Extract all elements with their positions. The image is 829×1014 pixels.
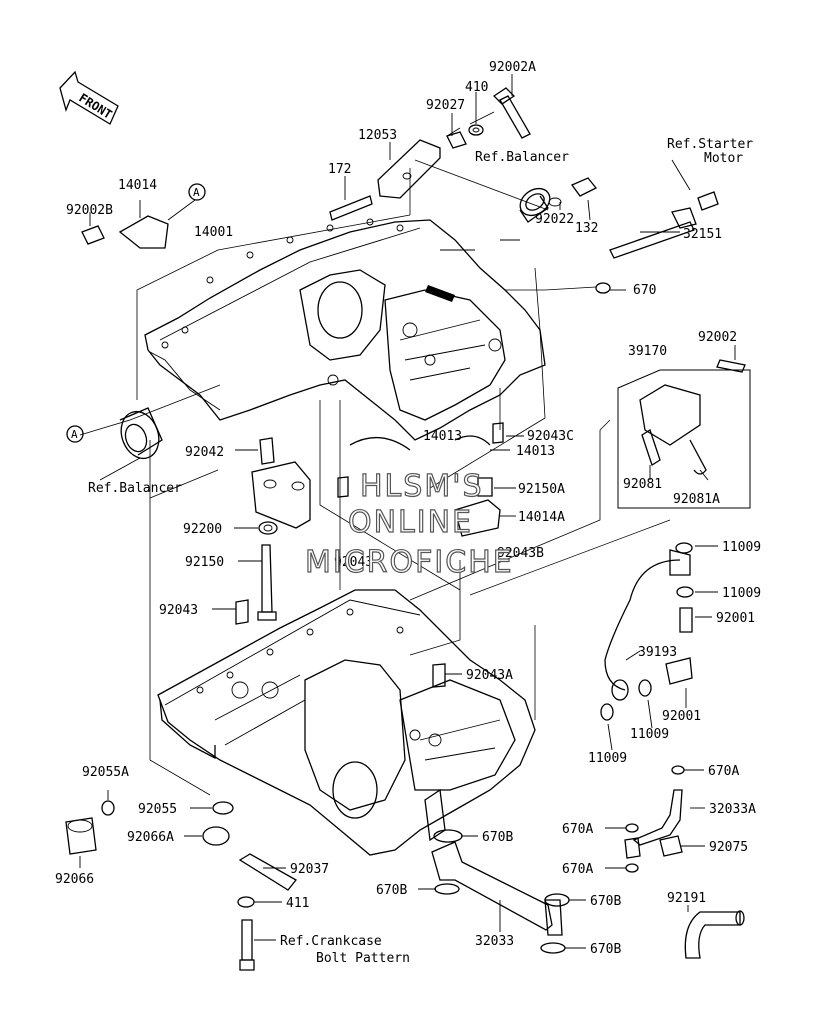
label-92002: 92002 (698, 330, 737, 345)
label-32151: 32151 (683, 227, 722, 242)
label-ref-crankcase: Ref.Crankcase (280, 934, 382, 949)
label-32033: 32033 (475, 934, 514, 949)
label-92037: 92037 (290, 862, 329, 877)
label-670A-3: 670A (562, 862, 593, 877)
label-14014: 14014 (118, 178, 157, 193)
label-14013-a: 14013 (423, 429, 462, 444)
balancer-bearing-left (119, 407, 163, 460)
label-92042: 92042 (185, 445, 224, 460)
label-92150A: 92150A (518, 482, 565, 497)
dowels (235, 422, 504, 688)
front-arrow-label: FRONT (76, 91, 114, 122)
label-92022: 92022 (535, 212, 574, 227)
label-92066: 92066 (55, 872, 94, 887)
label-11009-c: 11009 (630, 727, 669, 742)
label-92081A: 92081A (673, 492, 720, 507)
label-92055A: 92055A (82, 765, 129, 780)
leader-lines (79, 74, 736, 949)
oil-pipe-32033A (624, 765, 685, 873)
label-11009-a: 11009 (722, 540, 761, 555)
label-670A-2: 670A (562, 822, 593, 837)
label-92002B: 92002B (66, 203, 113, 218)
watermark-line-1: HLSM'S (360, 469, 484, 504)
label-92066A: 92066A (127, 830, 174, 845)
label-670B-a: 670B (482, 830, 513, 845)
watermark-line-3: MICROFICHE (305, 545, 514, 580)
label-92043C: 92043C (527, 429, 574, 444)
cap-14014A (454, 477, 501, 537)
label-92001-b: 92001 (662, 709, 701, 724)
label-14013-b: 14013 (516, 444, 555, 459)
tensioner-39170 (617, 359, 751, 509)
bolt-92150 (257, 544, 277, 621)
watermark: HLSM'S ONLINE MICROFICHE (304, 468, 514, 580)
label-92043-a: 92043 (334, 555, 373, 570)
label-92043A: 92043A (466, 668, 513, 683)
label-132: 132 (575, 221, 598, 236)
label-39193: 39193 (638, 645, 677, 660)
label-callout-a-top: A (193, 186, 200, 199)
label-411: 411 (286, 896, 309, 911)
label-92200: 92200 (183, 522, 222, 537)
label-92055: 92055 (138, 802, 177, 817)
callout-a-left (66, 425, 84, 443)
label-92081: 92081 (623, 477, 662, 492)
label-92191: 92191 (667, 891, 706, 906)
label-92043-b: 92043 (159, 603, 198, 618)
dowel-cap-left (251, 437, 311, 535)
label-ref-balancer-top: Ref.Balancer (475, 150, 569, 165)
label-92002A: 92002A (489, 60, 536, 75)
lower-crankcase (157, 589, 536, 856)
label-92075: 92075 (709, 840, 748, 855)
label-14014A: 14014A (518, 510, 565, 525)
oil-pipe-39193 (600, 542, 694, 721)
starter-bracket (595, 191, 719, 294)
label-11009-b: 11009 (722, 586, 761, 601)
label-670A-1: 670A (708, 764, 739, 779)
label-92150: 92150 (185, 555, 224, 570)
front-arrow: FRONT (59, 70, 119, 125)
label-ref-crankcase-bolt-pattern: Bolt Pattern (316, 951, 410, 966)
callouts (66, 183, 206, 443)
bearing-shells (349, 435, 491, 451)
label-11009-d: 11009 (588, 751, 627, 766)
plate-92037 (237, 853, 297, 971)
label-410: 410 (465, 80, 488, 95)
callout-a-top (188, 183, 206, 201)
label-32033A: 32033A (709, 802, 756, 817)
part-labels: 92002A 410 92027 12053 172 Ref.Balancer … (55, 60, 761, 966)
top-stud-assembly (329, 87, 531, 221)
label-14001: 14001 (194, 225, 233, 240)
upper-crankcase (144, 218, 546, 441)
hose-92191 (684, 910, 745, 959)
label-callout-a-left: A (71, 428, 78, 441)
label-ref-starter-motor: Motor (704, 151, 743, 166)
watermark-line-2: ONLINE (348, 505, 473, 540)
label-670: 670 (633, 283, 656, 298)
label-670B-b: 670B (376, 883, 407, 898)
label-ref-starter: Ref.Starter (667, 137, 753, 152)
label-12053: 12053 (358, 128, 397, 143)
label-92043B: 92043B (497, 546, 544, 561)
label-670B-d: 670B (590, 942, 621, 957)
label-92001-a: 92001 (716, 611, 755, 626)
drain-plugs (65, 800, 234, 855)
label-92027: 92027 (426, 98, 465, 113)
balancer-bearing-top (519, 177, 598, 223)
label-39170: 39170 (628, 344, 667, 359)
label-ref-balancer-left: Ref.Balancer (88, 481, 182, 496)
label-172: 172 (328, 162, 351, 177)
label-670B-c: 670B (590, 894, 621, 909)
cap-14014 (81, 215, 169, 249)
